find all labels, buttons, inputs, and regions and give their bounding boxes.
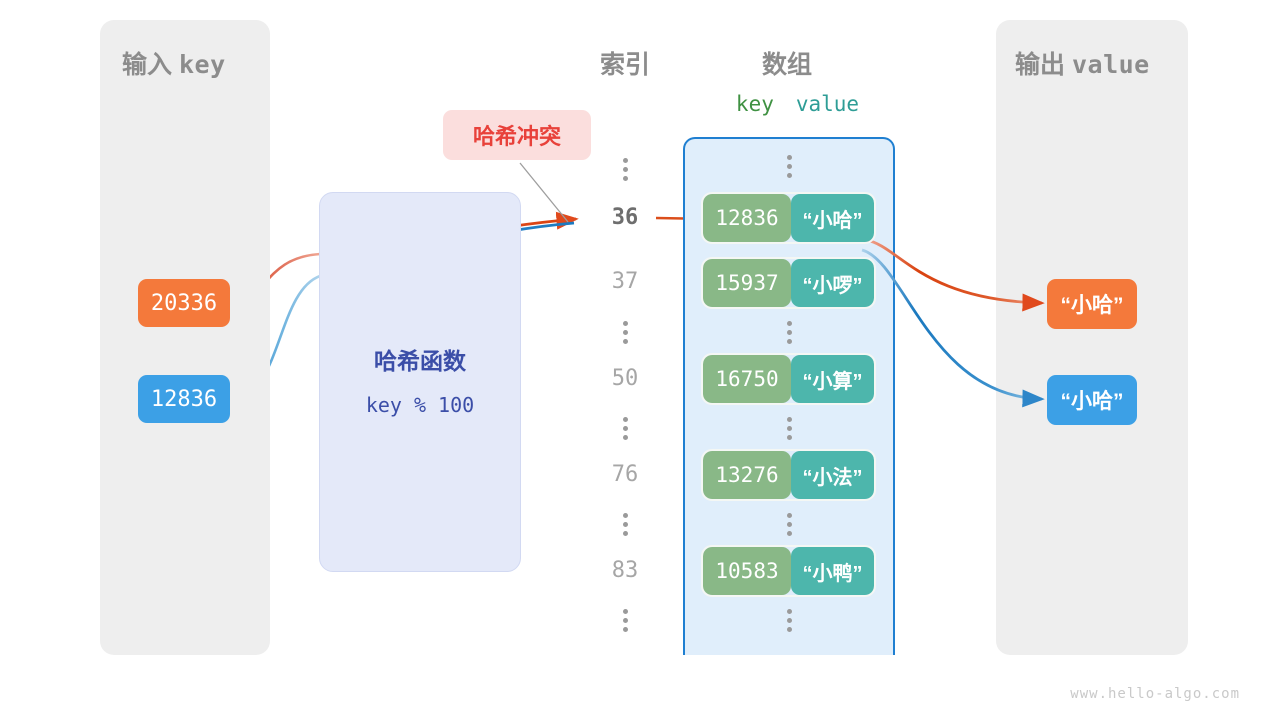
cell-key-37: 15937 [703,259,791,307]
array-cell-76[interactable]: 13276 “小法” [701,449,876,501]
output-value-0[interactable]: “小哈” [1047,279,1137,329]
watermark: www.hello-algo.com [1070,686,1240,702]
array-ellipsis-0 [781,155,797,178]
input-key-1[interactable]: 12836 [138,375,230,423]
index-ellipsis-3 [617,513,633,536]
key-column-header: key [735,92,774,116]
output-value-1[interactable]: “小哈” [1047,375,1137,425]
index-ellipsis-2 [617,417,633,440]
hash-collision-badge: 哈希冲突 [443,110,591,160]
input-title-cn: 输入 [122,51,173,79]
index-label-50: 50 [611,366,639,391]
input-panel-title: 输入 key [122,45,226,81]
input-title-mono: key [178,50,226,79]
input-key-0[interactable]: 20336 [138,279,230,327]
index-label-36: 36 [611,205,639,230]
index-ellipsis-4 [617,609,633,632]
cell-key-50: 16750 [703,355,791,403]
key-value-header: key value [700,92,895,116]
array-cell-37[interactable]: 15937 “小啰” [701,257,876,309]
cell-value-50: “小算” [791,355,874,403]
array-cell-83[interactable]: 10583 “小鸭” [701,545,876,597]
index-label-37: 37 [611,269,639,294]
array-ellipsis-2 [781,417,797,440]
output-panel [996,20,1188,655]
output-title-mono: value [1071,50,1150,79]
index-label-83: 83 [611,558,639,583]
hash-function-label: 哈希函数 [374,348,466,374]
index-column-title: 索引 [599,51,650,79]
cell-value-83: “小鸭” [791,547,874,595]
hash-function-box [319,192,521,572]
cell-key-36: 12836 [703,194,791,242]
array-ellipsis-4 [781,609,797,632]
array-cell-36[interactable]: 12836 “小哈” [701,192,876,244]
value-column-header: value [795,92,860,116]
output-panel-title: 输出 value [1015,45,1150,81]
cell-value-76: “小法” [791,451,874,499]
hash-function-formula: key % 100 [365,393,475,417]
input-panel [100,20,270,655]
array-ellipsis-3 [781,513,797,536]
cell-key-83: 10583 [703,547,791,595]
index-ellipsis-0 [617,158,633,181]
cell-value-37: “小啰” [791,259,874,307]
output-title-cn: 输出 [1015,51,1066,79]
array-column-title: 数组 [761,51,812,79]
index-ellipsis-1 [617,321,633,344]
array-cell-50[interactable]: 16750 “小算” [701,353,876,405]
link-collision-pointer [519,162,569,223]
cell-value-36: “小哈” [791,194,874,242]
cell-key-76: 13276 [703,451,791,499]
array-ellipsis-1 [781,321,797,344]
index-label-76: 76 [611,462,639,487]
